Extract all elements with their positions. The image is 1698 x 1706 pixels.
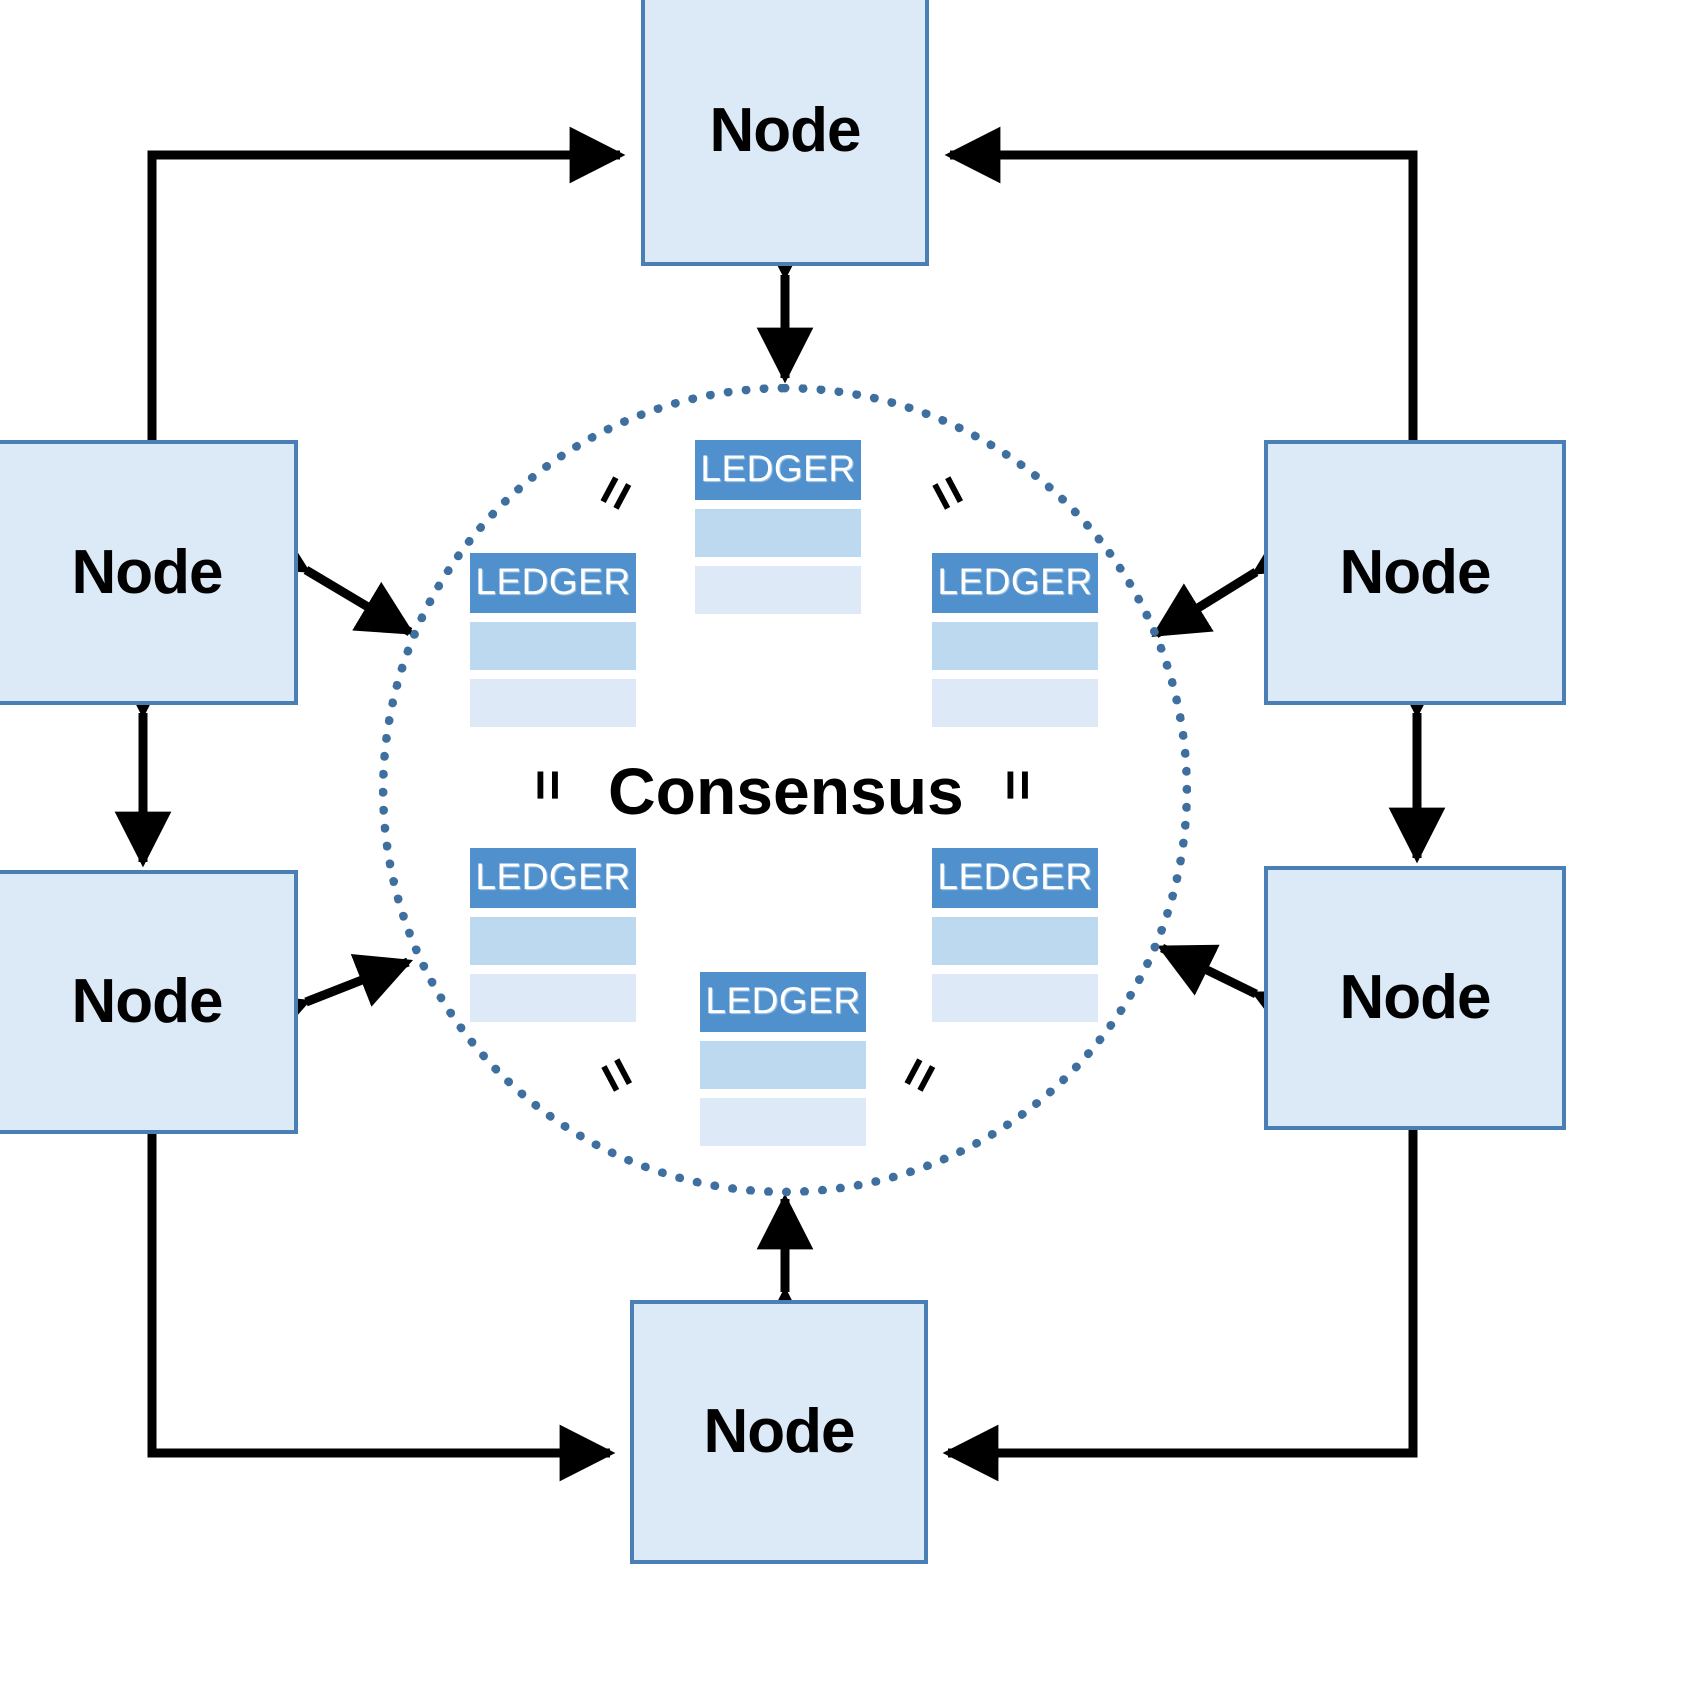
elbow-bottom-right [942, 1079, 1442, 1482]
arrow-node-right-lower-to-circle [1157, 943, 1314, 1042]
ledger-upper-right[interactable]: LEDGER [932, 553, 1098, 727]
ledger-band-2 [700, 1098, 866, 1146]
ledger-header: LEDGER [932, 553, 1098, 613]
ledger-band-1 [932, 917, 1098, 965]
ledger-band-1 [470, 622, 636, 670]
consensus-label: Consensus [608, 754, 964, 828]
ledger-header: LEDGER [470, 848, 636, 908]
elbow-bottom-left [123, 1083, 616, 1482]
node-label: Node [1339, 963, 1492, 1032]
elbow-top-right [944, 126, 1442, 491]
ledger-band-2 [932, 679, 1098, 727]
node-label: Node [709, 96, 862, 165]
arrow-node-left-lower-to-circle [248, 954, 414, 1047]
node-bottom[interactable]: Node [630, 1300, 928, 1564]
equals-mark-mid-right: = [987, 769, 1048, 801]
ledger-band-2 [470, 974, 636, 1022]
node-right-lower[interactable]: Node [1264, 866, 1566, 1130]
ledger-band-2 [470, 679, 636, 727]
ledger-bottom[interactable]: LEDGER [700, 972, 866, 1146]
ledger-band-1 [470, 917, 636, 965]
node-left-upper[interactable]: Node [0, 440, 298, 705]
ledger-upper-left[interactable]: LEDGER [470, 553, 636, 727]
node-left-lower[interactable]: Node [0, 870, 298, 1134]
node-label: Node [71, 967, 224, 1036]
node-label: Node [703, 1397, 856, 1466]
consensus-circle [379, 384, 1191, 1196]
elbow-top-left [123, 126, 626, 491]
ledger-header: LEDGER [695, 440, 861, 500]
equals-mark-mid-left: = [517, 769, 578, 801]
ledger-lower-right[interactable]: LEDGER [932, 848, 1098, 1022]
node-top[interactable]: Node [641, 0, 929, 266]
ledger-header: LEDGER [700, 972, 866, 1032]
ledger-header: LEDGER [932, 848, 1098, 908]
node-label: Node [1339, 537, 1492, 607]
node-right-upper[interactable]: Node [1264, 440, 1566, 705]
ledger-band-2 [932, 974, 1098, 1022]
ledger-header: LEDGER [470, 553, 636, 613]
ledger-top[interactable]: LEDGER [695, 440, 861, 614]
node-label: Node [71, 537, 224, 607]
ledger-band-1 [695, 509, 861, 557]
ledger-lower-left[interactable]: LEDGER [470, 848, 636, 1022]
arrow-node-left-upper-to-circle [248, 519, 415, 636]
ledger-band-2 [695, 566, 861, 614]
ledger-band-1 [932, 622, 1098, 670]
ledger-band-1 [700, 1041, 866, 1089]
arrow-node-right-upper-to-circle [1151, 521, 1314, 638]
